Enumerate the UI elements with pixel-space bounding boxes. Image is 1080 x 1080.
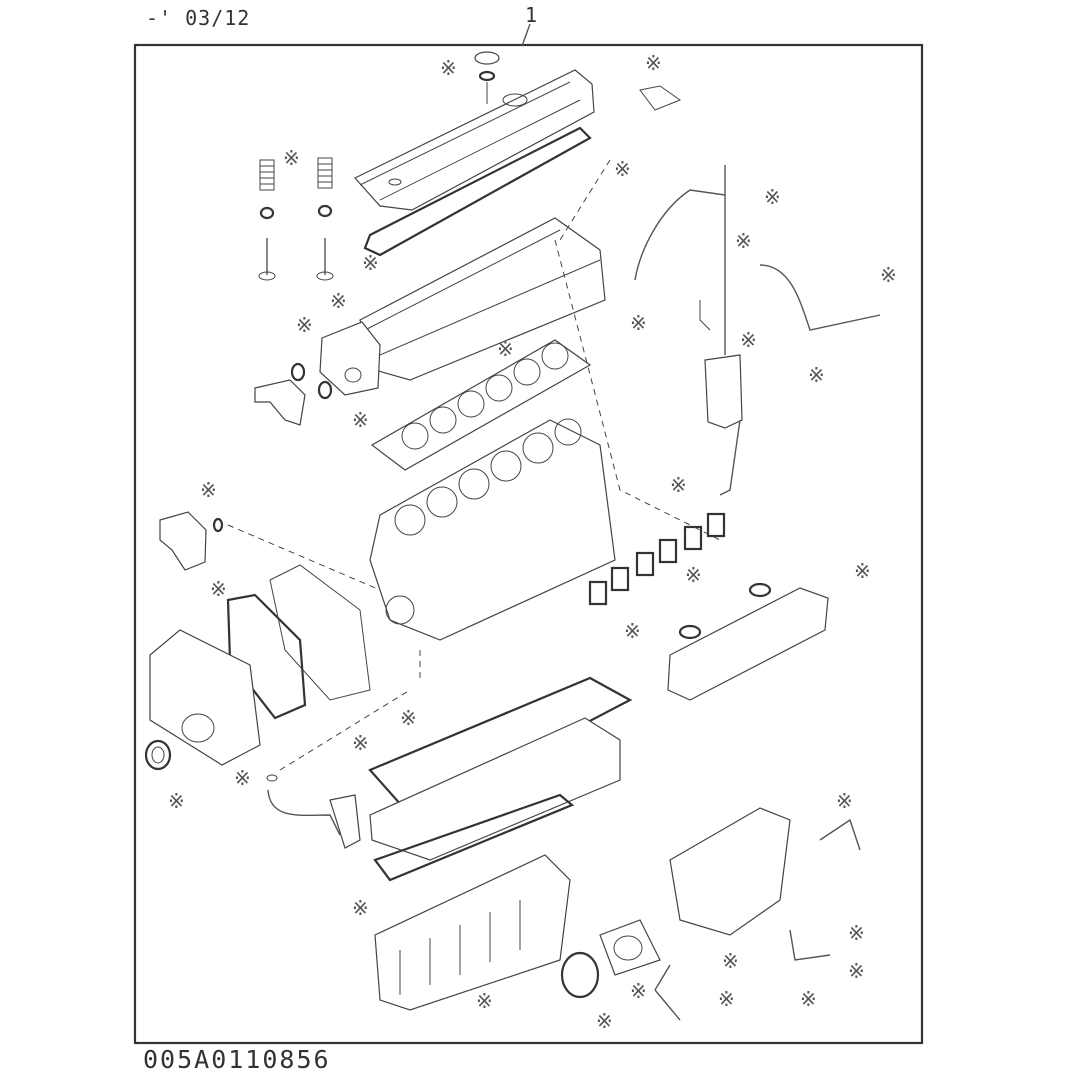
kit-mark: ※: [440, 56, 457, 80]
kit-mark: ※: [764, 185, 781, 209]
kit-mark: ※: [168, 789, 185, 813]
oil-pan-gasket-lower: [373, 793, 575, 882]
kit-mark: ※: [624, 619, 641, 643]
kit-mark: ※: [596, 1009, 613, 1033]
oil-pan-lower: [374, 854, 571, 1011]
kit-mark: ※: [330, 289, 347, 313]
kit-mark: ※: [685, 563, 702, 587]
kit-mark: ※: [296, 313, 313, 337]
kit-mark: ※: [200, 478, 217, 502]
kit-mark: ※: [836, 789, 853, 813]
exhaust-manifold: [667, 582, 829, 701]
thermostat-housing: [319, 321, 381, 396]
diagram-border: [133, 43, 924, 1045]
kit-mark: ※: [722, 949, 739, 973]
kit-mark: ※: [352, 408, 369, 432]
callout-leader: [521, 23, 531, 47]
pump-drive-seal: [560, 951, 600, 999]
kit-mark: ※: [735, 229, 752, 253]
valve-springs: [259, 157, 333, 220]
front-seal: [144, 739, 172, 771]
kit-mark: ※: [362, 251, 379, 275]
kit-mark: ※: [210, 577, 227, 601]
kit-mark: ※: [808, 363, 825, 387]
kit-mark: ※: [800, 987, 817, 1011]
kit-mark: ※: [614, 157, 631, 181]
drawing-number: 005A0110856: [143, 1045, 331, 1074]
kit-mark: ※: [740, 328, 757, 352]
date-code: -' 03/12: [146, 6, 251, 30]
kit-mark: ※: [670, 473, 687, 497]
filler-cap: [474, 51, 500, 104]
timing-cover: [149, 564, 371, 766]
kit-mark: ※: [476, 989, 493, 1013]
fuel-lines: [634, 85, 881, 496]
oil-pan-upper: [369, 717, 621, 861]
kit-mark: ※: [630, 979, 647, 1003]
valve-cover-gasket: [363, 126, 592, 257]
kit-mark: ※: [854, 559, 871, 583]
assembly-lines: [227, 159, 721, 771]
kit-mark: ※: [848, 921, 865, 945]
fuel-filter: [704, 165, 743, 429]
kit-mark: ※: [234, 766, 251, 790]
oil-strainer: [266, 774, 361, 849]
kit-mark: ※: [400, 706, 417, 730]
water-outlet: [254, 362, 333, 426]
kit-mark: ※: [848, 959, 865, 983]
kit-marks: ※ ※ ※ ※ ※ ※ ※ ※ ※ ※ ※ ※ ※ ※ ※ ※ ※ ※ ※ ※ …: [168, 51, 897, 1033]
intake-manifold-gaskets: [588, 512, 726, 606]
valve-stems: [258, 238, 334, 281]
injection-pump: [599, 807, 861, 1021]
kit-mark: ※: [645, 51, 662, 75]
kit-mark: ※: [352, 896, 369, 920]
oil-pan-gasket-upper: [368, 676, 633, 817]
water-pump: [159, 511, 224, 571]
callout-number: 1: [525, 3, 539, 27]
kit-mark: ※: [283, 146, 300, 170]
kit-mark: ※: [497, 337, 514, 361]
kit-mark: ※: [630, 311, 647, 335]
kit-mark: ※: [880, 263, 897, 287]
kit-mark: ※: [718, 987, 735, 1011]
cylinder-block: [369, 418, 616, 641]
kit-mark: ※: [352, 731, 369, 755]
head-gasket: [370, 339, 592, 471]
valve-cover: [354, 69, 595, 211]
